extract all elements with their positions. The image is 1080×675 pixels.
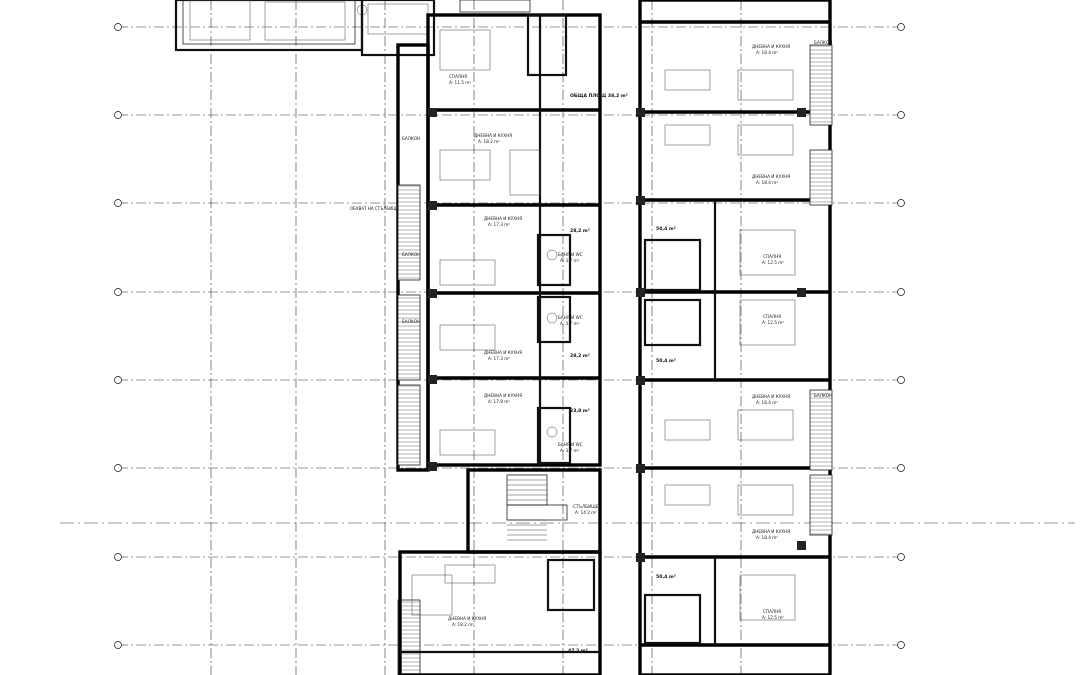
right-balconies xyxy=(809,44,833,536)
room-area: A: 18.2 m² xyxy=(478,139,500,144)
room-name: ДНЕВНА И КУХНЯ xyxy=(752,394,790,399)
room-name: БАНЯ И WC xyxy=(558,442,583,447)
room-area: A: 11.5 m² xyxy=(449,80,471,85)
room-area: A: 3.7 m² xyxy=(560,448,580,453)
room-area: A: 18.4 m² xyxy=(756,535,778,540)
right-block xyxy=(638,0,832,675)
lower-left-unit xyxy=(398,550,602,675)
unit-area-tag: 50,4 m² xyxy=(656,226,676,232)
room-name: ДНЕВНА И КУХНЯ xyxy=(474,133,512,138)
room-labels-right: ДНЕВНА И КУХНЯ A: 18.4 m² ДНЕВНА И КУХНЯ… xyxy=(752,44,790,620)
room-name: ДНЕВНА И КУХНЯ xyxy=(484,393,522,398)
level-note: ОБХВАТ НА СТЪЛБИЩЕ xyxy=(350,206,400,211)
room-name: ДНЕВНА И КУХНЯ xyxy=(752,174,790,179)
left-balconies xyxy=(397,184,421,675)
room-area: A: 12.5 m² xyxy=(762,260,784,265)
room-name: ДНЕВНА И КУХНЯ xyxy=(752,44,790,49)
unit-area-tag: 50,4 m² xyxy=(656,358,676,364)
balcony-labels: БАЛКОН БАЛКОН БАЛКОН БАЛКОН БАЛКОН xyxy=(402,40,832,398)
room-name: СПАЛНЯ xyxy=(763,609,781,614)
unit-area-tag: 47,2 m² xyxy=(568,648,588,654)
left-block xyxy=(396,0,602,472)
axis-bubbles xyxy=(114,23,905,649)
room-name: БАНЯ И WC xyxy=(558,315,583,320)
room-area: A: 14.2 m² xyxy=(575,510,597,515)
room-area: A: 3.7 m² xyxy=(560,258,580,263)
room-area: A: 17.3 m² xyxy=(488,222,510,227)
room-area: A: 18.4 m² xyxy=(756,400,778,405)
room-area: A: 17.8 m² xyxy=(488,399,510,404)
room-area: A: 17.3 m² xyxy=(488,356,510,361)
room-name: ДНЕВНА И КУХНЯ xyxy=(484,216,522,221)
room-area: A: 3.7 m² xyxy=(560,321,580,326)
room-name: ДНЕВНА И КУХНЯ xyxy=(448,616,486,621)
room-area: A: 18.2 m² xyxy=(452,622,474,627)
balcony-label: БАЛКОН xyxy=(814,40,832,45)
room-name: БАНЯ И WC xyxy=(558,252,583,257)
balcony-label: БАЛКОН xyxy=(814,393,832,398)
room-area: A: 12.5 m² xyxy=(762,615,784,620)
balcony-label: БАЛКОН xyxy=(402,319,420,324)
unit-area-tag: 28,2 m² xyxy=(570,353,590,359)
unit-area-tag: 28,2 m² xyxy=(570,228,590,234)
room-name: ДНЕВНА И КУХНЯ xyxy=(484,350,522,355)
room-name: СПАЛНЯ xyxy=(449,74,467,79)
room-area: A: 18.4 m² xyxy=(756,180,778,185)
balcony-label: БАЛКОН xyxy=(402,136,420,141)
unit-area-tag: 23,8 m² xyxy=(570,408,590,414)
room-name: СПАЛНЯ xyxy=(763,314,781,319)
room-name: СТЪЛБИЩЕ xyxy=(573,504,599,509)
room-labels-left: СПАЛНЯ A: 11.5 m² ДНЕВНА И КУХНЯ A: 18.2… xyxy=(448,74,599,627)
room-name: ДНЕВНА И КУХНЯ xyxy=(752,529,790,534)
room-area: A: 12.5 m² xyxy=(762,320,784,325)
grid-axes xyxy=(60,0,1075,675)
unit-area-tag: 50,4 m² xyxy=(656,574,676,580)
unit-tags: ОБЩА ПЛОЩ 38,2 m² 28,2 m² 28,2 m² 23,8 m… xyxy=(568,93,676,654)
top-left-annex xyxy=(174,0,436,57)
room-area: A: 18.4 m² xyxy=(756,50,778,55)
structural-columns xyxy=(428,108,806,562)
balcony-label: БАЛКОН xyxy=(402,252,420,257)
room-name: СПАЛНЯ xyxy=(763,254,781,259)
unit-area-tag: ОБЩА ПЛОЩ 38,2 m² xyxy=(570,93,628,99)
